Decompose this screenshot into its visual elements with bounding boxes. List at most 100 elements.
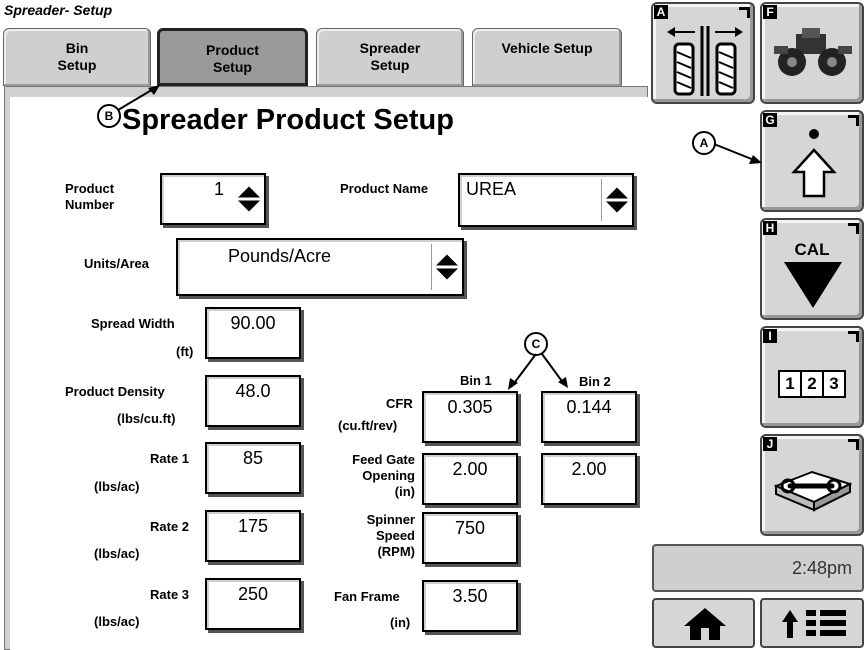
separator: [601, 179, 602, 221]
clock-display: 2:48pm: [652, 544, 864, 592]
feed-gate-label: Feed Gate Opening (in): [334, 452, 415, 500]
counter-digit: 1: [778, 370, 802, 398]
counter-icon: 1 2 3: [778, 370, 846, 398]
label-unit: (RPM): [377, 544, 415, 559]
cfr-bin1-input[interactable]: 0.305: [422, 391, 518, 443]
home-button[interactable]: [652, 598, 755, 648]
spread-width-label: Spread Width: [91, 316, 175, 331]
softkey-f-button[interactable]: F: [760, 2, 864, 104]
up-arrow-icon: [791, 129, 837, 198]
units-area-value: Pounds/Acre: [228, 246, 332, 266]
rate3-label: Rate 3: [150, 587, 190, 602]
callout-c-arrows: [508, 353, 568, 390]
callout-b-arrow: [117, 85, 160, 111]
counter-digit: 2: [802, 370, 824, 398]
window-title: Spreader- Setup: [4, 2, 113, 18]
bin1-header: Bin 1: [460, 373, 492, 388]
tab-spreader-setup[interactable]: Spreader Setup: [316, 28, 464, 86]
product-density-label: Product Density: [65, 384, 165, 399]
rate3-unit: (lbs/ac): [94, 614, 140, 629]
callout-a-arrow: [713, 143, 762, 164]
label-line: Feed Gate: [352, 452, 415, 467]
tab-label: Product: [206, 42, 259, 58]
softkey-letter: F: [763, 5, 777, 19]
tab-label: Vehicle Setup: [501, 40, 593, 56]
tab-vehicle-setup[interactable]: Vehicle Setup: [472, 28, 622, 86]
menu-icon: [782, 610, 846, 638]
corner-mark-icon: [848, 115, 859, 126]
feed-gate-bin2-input[interactable]: 2.00: [541, 453, 637, 505]
units-area-label: Units/Area: [84, 256, 150, 271]
tab-label: Setup: [370, 57, 410, 73]
softkey-h-calibrate-button[interactable]: H CAL: [760, 218, 864, 320]
product-name-select[interactable]: UREA: [458, 173, 634, 227]
rate1-unit: (lbs/ac): [94, 479, 140, 494]
feed-gate-bin1-input[interactable]: 2.00: [422, 453, 518, 505]
units-area-select[interactable]: Pounds/Acre: [176, 238, 464, 296]
cal-label: CAL: [794, 240, 830, 259]
tab-product-setup[interactable]: Product Setup: [157, 28, 308, 86]
softkey-letter: G: [763, 113, 777, 127]
page-title: Spreader Product Setup: [122, 104, 454, 136]
label-line: Spinner: [366, 512, 415, 527]
spinner-speed-bin1-input[interactable]: 750: [422, 512, 518, 564]
spread-width-input[interactable]: 90.00: [205, 307, 301, 359]
label-line: Opening: [362, 468, 415, 483]
counter-digit: 3: [824, 370, 846, 398]
product-number-stepper[interactable]: 1: [160, 173, 266, 225]
separator: [431, 244, 432, 290]
cfr-bin2-input[interactable]: 0.144: [541, 391, 637, 443]
tab-label: Spreader: [359, 40, 421, 56]
manual-wrench-icon: [774, 470, 852, 512]
updown-arrows-icon[interactable]: [436, 254, 458, 280]
row-spacing-icon: [667, 26, 743, 96]
bin2-header: Bin 2: [579, 374, 611, 389]
fan-frame-unit: (in): [390, 615, 411, 630]
updown-arrows-icon[interactable]: [238, 186, 260, 212]
calibrate-icon: [784, 262, 842, 308]
product-number-label: Product Number: [65, 181, 114, 213]
label-unit: (in): [394, 484, 415, 499]
corner-mark-icon: [848, 439, 859, 450]
rate1-label: Rate 1: [150, 451, 190, 466]
tab-label: Setup: [213, 59, 252, 75]
softkey-g-button[interactable]: G: [760, 110, 864, 212]
corner-mark-icon: [848, 223, 859, 234]
callout-b: B: [97, 104, 121, 128]
softkey-letter: J: [763, 437, 777, 451]
softkey-letter: A: [654, 5, 668, 19]
product-density-input[interactable]: 48.0: [205, 375, 301, 427]
softkey-letter: I: [763, 329, 777, 343]
spread-width-unit: (ft): [176, 344, 194, 359]
spinner-speed-label: Spinner Speed (RPM): [334, 512, 415, 560]
product-name-value: UREA: [466, 179, 517, 199]
tab-label: Setup: [57, 57, 97, 73]
softkey-a-button[interactable]: A: [651, 2, 755, 104]
callout-a: A: [692, 131, 716, 155]
softkey-sidebar: [648, 0, 867, 650]
product-number-value: 1: [213, 179, 224, 199]
product-density-unit: (lbs/cu.ft): [117, 411, 176, 426]
home-icon: [684, 608, 726, 640]
corner-mark-icon: [848, 331, 859, 342]
rate1-input[interactable]: 85: [205, 442, 301, 494]
softkey-i-button[interactable]: I 1 2 3: [760, 326, 864, 428]
corner-mark-icon: [739, 7, 750, 18]
rate3-input[interactable]: 250: [205, 578, 301, 630]
tab-bin-setup[interactable]: Bin Setup: [3, 28, 151, 86]
softkey-j-button[interactable]: J: [760, 434, 864, 536]
product-name-label: Product Name: [340, 181, 429, 196]
cfr-label: CFR: [386, 396, 413, 411]
rate2-label: Rate 2: [150, 519, 190, 534]
label-line: Product: [65, 181, 115, 196]
softkey-letter: H: [763, 221, 777, 235]
updown-arrows-icon[interactable]: [606, 187, 628, 213]
rate2-input[interactable]: 175: [205, 510, 301, 562]
callout-c: C: [524, 332, 548, 356]
menu-button[interactable]: [760, 598, 864, 648]
label-line: Speed: [375, 528, 415, 543]
tab-label: Bin: [65, 40, 89, 56]
fan-frame-bin1-input[interactable]: 3.50: [422, 580, 518, 632]
fan-frame-label: Fan Frame: [334, 589, 400, 604]
cfr-unit: (cu.ft/rev): [338, 418, 398, 433]
